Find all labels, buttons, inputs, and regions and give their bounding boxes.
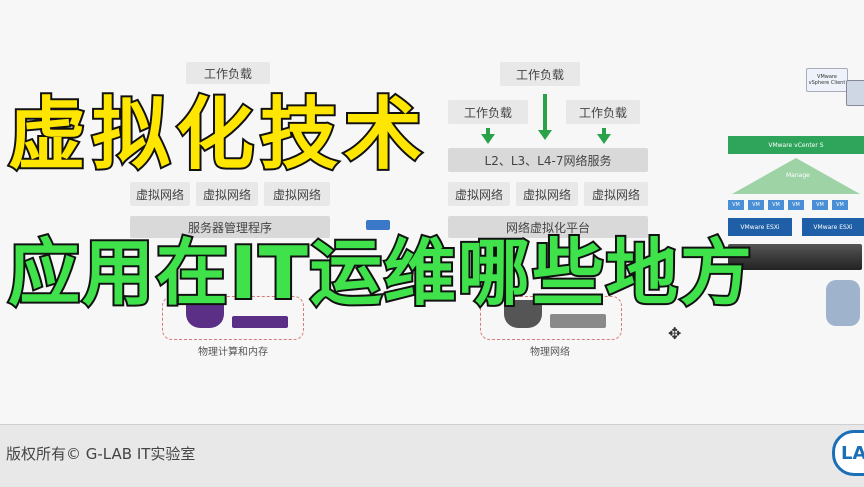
esxi-left-label: VMware ESXi bbox=[740, 223, 780, 231]
network-platform-label: 网络虚拟化平台 bbox=[505, 220, 590, 235]
network-block-bar bbox=[550, 314, 606, 328]
client-label: VMware vSphere Client bbox=[808, 74, 846, 86]
vnet-label: 虚拟网络 bbox=[135, 187, 184, 202]
vnet-label: 虚拟网络 bbox=[591, 187, 640, 202]
network-services-box: L2、L3、L4-7网络服务 bbox=[448, 148, 648, 172]
hypervisor-label: 服务器管理程序 bbox=[187, 220, 272, 235]
vnet-label: 虚拟网络 bbox=[202, 187, 251, 202]
vm-chip: VM bbox=[768, 200, 784, 210]
storage-icon bbox=[826, 280, 860, 326]
vnet-box-2: 虚拟网络 bbox=[196, 182, 258, 206]
mid-vnet-box-3: 虚拟网络 bbox=[584, 182, 648, 206]
vnet-label: 虚拟网络 bbox=[522, 187, 571, 202]
slide-canvas: 工作负载 虚拟网络 虚拟网络 虚拟网络 服务器管理程序 物理计算和内存 工作负载… bbox=[5, 60, 864, 358]
workload-right-label: 工作负载 bbox=[578, 105, 627, 120]
vm-chip: VM bbox=[728, 200, 744, 210]
title-line-2: 应用在IT运维哪些地方 bbox=[6, 229, 754, 317]
compute-block-bar bbox=[232, 316, 288, 328]
physical-network-frame bbox=[480, 296, 622, 340]
vmware-diagram: VMware vSphere Client VMware vCenter S M… bbox=[722, 60, 864, 330]
arrow-stem-left bbox=[486, 128, 490, 134]
workload-top-box: 工作负载 bbox=[500, 62, 580, 86]
copyright-text: 版权所有© G-LAB IT实验室 bbox=[6, 445, 196, 463]
vnet-label: 虚拟网络 bbox=[454, 187, 503, 202]
manage-label: Manage bbox=[786, 172, 810, 179]
vnet-label: 虚拟网络 bbox=[272, 187, 321, 202]
arrow-down-left-icon bbox=[481, 134, 495, 144]
esxi-left-band: VMware ESXi bbox=[728, 218, 792, 236]
vcenter-band: VMware vCenter S bbox=[728, 136, 864, 154]
network-platform-box: 网络虚拟化平台 bbox=[448, 216, 648, 238]
physical-compute-caption: 物理计算和内存 bbox=[198, 347, 268, 358]
esxi-right-band: VMware ESXi bbox=[802, 218, 864, 236]
esxi-right-label: VMware ESXi bbox=[813, 223, 853, 231]
physical-network-caption: 物理网络 bbox=[530, 347, 570, 358]
title-line-1: 虚拟化技术 bbox=[6, 88, 429, 182]
workload-left-label: 工作负载 bbox=[463, 105, 512, 120]
compute-block-purple bbox=[186, 300, 224, 328]
arrow-down-right-icon bbox=[597, 134, 611, 144]
vm-chip: VM bbox=[812, 200, 828, 210]
logo-text: LA bbox=[841, 442, 864, 464]
vcenter-label: VMware vCenter S bbox=[768, 141, 824, 149]
client-box: VMware vSphere Client bbox=[806, 68, 848, 92]
network-services-label: L2、L3、L4-7网络服务 bbox=[484, 153, 612, 168]
vm-chip: VM bbox=[832, 200, 848, 210]
mid-vnet-box-2: 虚拟网络 bbox=[516, 182, 578, 206]
vm-chip: VM bbox=[788, 200, 804, 210]
workload-left-box: 工作负载 bbox=[448, 100, 528, 124]
arrow-stem-right bbox=[602, 128, 606, 134]
physical-compute-frame bbox=[162, 296, 304, 340]
mid-vnet-box-1: 虚拟网络 bbox=[448, 182, 510, 206]
workload-box: 工作负载 bbox=[186, 62, 270, 84]
server-rack-icon bbox=[728, 244, 862, 270]
laptop-icon bbox=[846, 80, 864, 106]
workload-top-label: 工作负载 bbox=[515, 67, 564, 82]
network-block-dark bbox=[504, 300, 542, 328]
manage-triangle bbox=[732, 158, 860, 194]
glab-logo: LA bbox=[832, 430, 864, 476]
vnet-box-3: 虚拟网络 bbox=[264, 182, 330, 206]
arrow-down-center-icon bbox=[538, 130, 552, 140]
hypervisor-box: 服务器管理程序 bbox=[130, 216, 330, 238]
mouse-pointer-icon: ✥ bbox=[668, 324, 682, 343]
connector-chip bbox=[366, 220, 390, 230]
footer-bar: 版权所有© G-LAB IT实验室 bbox=[0, 424, 864, 487]
arrow-stem-center bbox=[543, 94, 547, 130]
vm-chip: VM bbox=[748, 200, 764, 210]
vnet-box-1: 虚拟网络 bbox=[130, 182, 190, 206]
workload-right-box: 工作负载 bbox=[566, 100, 640, 124]
workload-label: 工作负载 bbox=[203, 66, 252, 81]
